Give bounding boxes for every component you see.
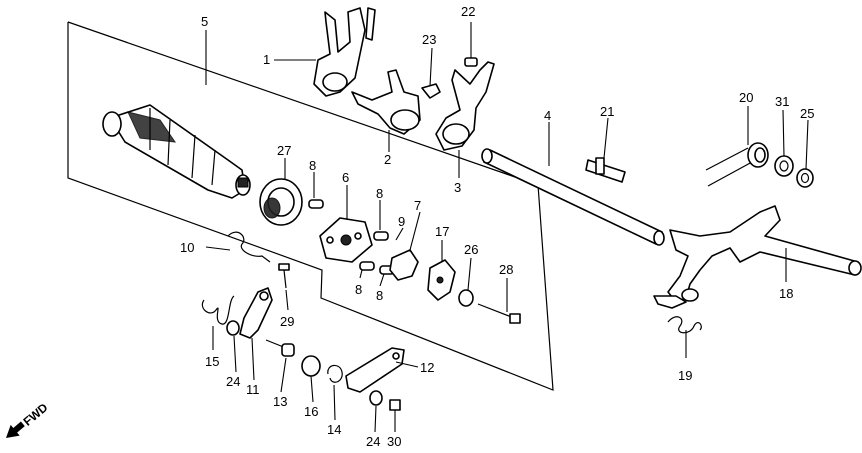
washer [458, 289, 474, 307]
shift-spring [705, 142, 769, 187]
shift-fork-1 [313, 7, 376, 97]
callout-8a: 8 [309, 158, 316, 173]
shift-fork-2 [351, 69, 421, 135]
callout-19: 19 [678, 368, 692, 383]
callout-8d: 8 [376, 288, 383, 303]
shift-fork-3 [435, 61, 495, 151]
callout-24a: 24 [226, 374, 240, 389]
callout-12: 12 [420, 360, 434, 375]
pin [373, 231, 389, 241]
guide-pin [585, 157, 626, 183]
callout-31: 31 [775, 94, 789, 109]
fwd-label: FWD [21, 400, 51, 429]
gearshift-spindle [653, 205, 862, 309]
stopper-spring [227, 231, 271, 263]
fork-clip [421, 83, 441, 99]
callout-3: 3 [454, 180, 461, 195]
oil-seal-inner [779, 160, 789, 172]
arm-spring [201, 295, 235, 325]
arm-washer [226, 320, 240, 336]
callout-24b: 24 [366, 434, 380, 449]
pin [359, 261, 375, 271]
callout-28: 28 [499, 262, 513, 277]
callout-5: 5 [201, 14, 208, 29]
bolt [477, 303, 521, 324]
callout-2: 2 [384, 152, 391, 167]
callout-21: 21 [600, 104, 614, 119]
fwd-marker: FWD [6, 400, 51, 438]
stopper-arm-roller [259, 291, 269, 301]
callout-30: 30 [387, 434, 401, 449]
callout-13: 13 [273, 394, 287, 409]
drum-center [319, 217, 373, 263]
callout-8c: 8 [355, 282, 362, 297]
arrow-forward-icon [6, 421, 25, 438]
callout-labels: 1 2 3 4 5 6 7 8 8 8 8 9 10 11 12 13 14 1… [180, 4, 814, 449]
pin [308, 199, 324, 209]
callout-1: 1 [263, 52, 270, 67]
callout-26: 26 [464, 242, 478, 257]
callout-23: 23 [422, 32, 436, 47]
pivot-bolt [278, 263, 290, 289]
callout-25: 25 [800, 106, 814, 121]
callout-22: 22 [461, 4, 475, 19]
callout-7: 7 [414, 198, 421, 213]
collar-bolt [265, 339, 295, 357]
callout-18: 18 [779, 286, 793, 301]
fork-shaft [481, 148, 665, 246]
callout-14: 14 [327, 422, 341, 437]
callout-8b: 8 [376, 186, 383, 201]
callout-17: 17 [435, 224, 449, 239]
callout-10: 10 [180, 240, 194, 255]
callout-9: 9 [398, 214, 405, 229]
shift-drum [102, 104, 251, 199]
bearing [259, 178, 303, 226]
callout-29: 29 [280, 314, 294, 329]
link-nut [389, 399, 401, 411]
callout-16: 16 [304, 404, 318, 419]
callout-4: 4 [544, 108, 551, 123]
callout-11: 11 [246, 382, 260, 397]
link-plate-hole [392, 352, 400, 360]
callout-6: 6 [342, 170, 349, 185]
linkage-spring [327, 364, 343, 383]
callout-20: 20 [739, 90, 753, 105]
collar [301, 355, 321, 377]
link-washer [369, 390, 383, 406]
spindle-washer-inner [800, 172, 810, 184]
fork-pin [464, 57, 478, 67]
callout-27: 27 [277, 143, 291, 158]
link-plate [345, 347, 405, 393]
stopper-hole [436, 276, 444, 284]
spindle-washer [796, 168, 814, 188]
drum-plate [389, 249, 419, 281]
oil-seal [774, 155, 794, 177]
return-spring [667, 316, 702, 334]
callout-15: 15 [205, 354, 219, 369]
leader-lines [205, 22, 809, 433]
